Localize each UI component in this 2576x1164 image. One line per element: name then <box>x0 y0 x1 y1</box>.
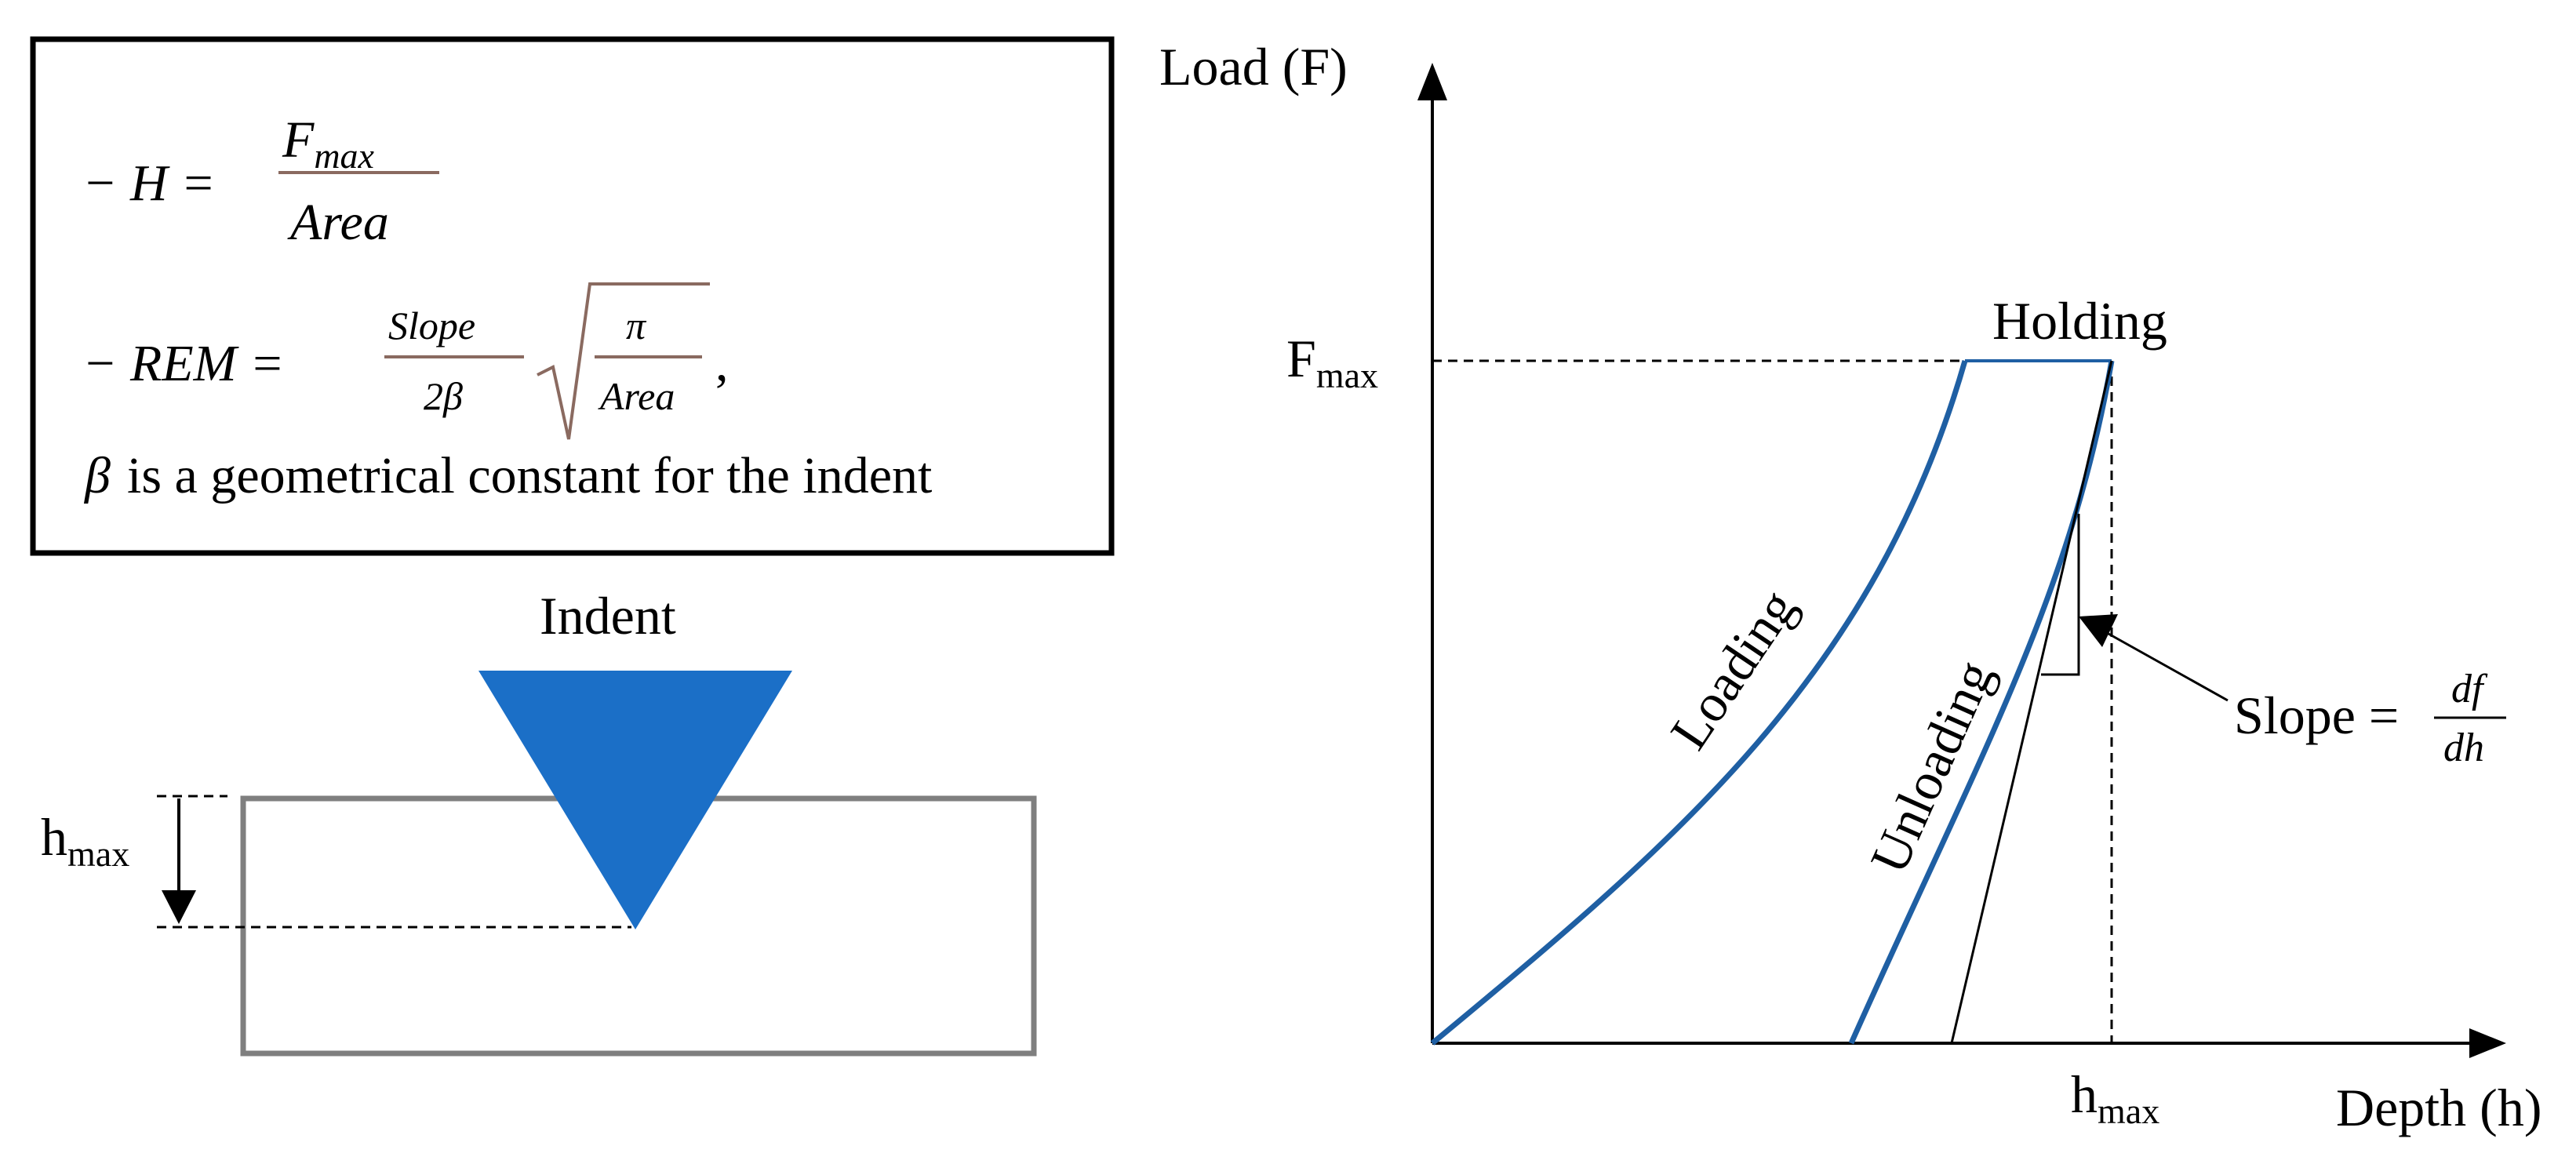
beta-note-text: is a geometrical constant for the indent <box>127 447 932 504</box>
indent-schematic: Indent hmax <box>41 586 1037 1057</box>
sqrt-denominator: Area <box>598 374 675 418</box>
modulus-numerator: Slope <box>388 304 475 347</box>
x-axis-label: Depth (h) <box>2336 1078 2541 1137</box>
loading-label: Loading <box>1658 579 1807 759</box>
y-axis-label: Load (F) <box>1159 37 1348 96</box>
beta-symbol: β <box>83 447 111 504</box>
hardness-lhs: − H = <box>82 155 216 212</box>
unloading-curve <box>1848 360 2115 1045</box>
slope-pointer-arrowhead <box>2079 614 2118 647</box>
sqrt-radical <box>537 282 710 440</box>
formula-box: − H = Fmax Area − REM = Slope 2β π Area … <box>30 36 1115 556</box>
modulus-denominator: 2β <box>424 374 463 418</box>
slope-triangle <box>2041 514 2080 676</box>
holding-label: Holding <box>1992 291 2167 351</box>
slope-pointer-line <box>2108 632 2229 702</box>
hardness-denominator: Area <box>287 194 389 251</box>
modulus-formula: − REM = Slope 2β π Area , <box>82 282 729 440</box>
hmax-depth-arrowhead <box>162 890 196 924</box>
modulus-lhs: − REM = <box>82 335 285 392</box>
x-axis-arrowhead <box>2469 1028 2506 1058</box>
modulus-trailing-comma: , <box>715 335 729 392</box>
tangent-line <box>1950 360 2113 1044</box>
formula-box-border <box>30 36 1115 556</box>
hardness-numerator: Fmax <box>282 111 375 176</box>
slope-denominator: dh <box>2443 726 2484 770</box>
loading-curve <box>1430 360 1968 1046</box>
load-depth-graph: Load (F) Depth (h) Fmax hmax Holding Loa… <box>1159 37 2541 1137</box>
slope-label: Slope = <box>2234 686 2399 745</box>
graph-hmax-label: hmax <box>2071 1064 2159 1131</box>
indenter-triangle <box>478 671 792 929</box>
schematic-hmax-label: hmax <box>41 807 129 874</box>
slope-numerator: df <box>2451 667 2488 711</box>
fmax-label: Fmax <box>1286 329 1378 395</box>
unloading-label: Unloading <box>1858 652 2004 882</box>
beta-note: β is a geometrical constant for the inde… <box>83 447 932 504</box>
y-axis-arrowhead <box>1417 63 1447 100</box>
hardness-formula: − H = Fmax Area <box>82 111 439 251</box>
sqrt-numerator: π <box>626 304 647 347</box>
indent-label: Indent <box>540 586 676 646</box>
